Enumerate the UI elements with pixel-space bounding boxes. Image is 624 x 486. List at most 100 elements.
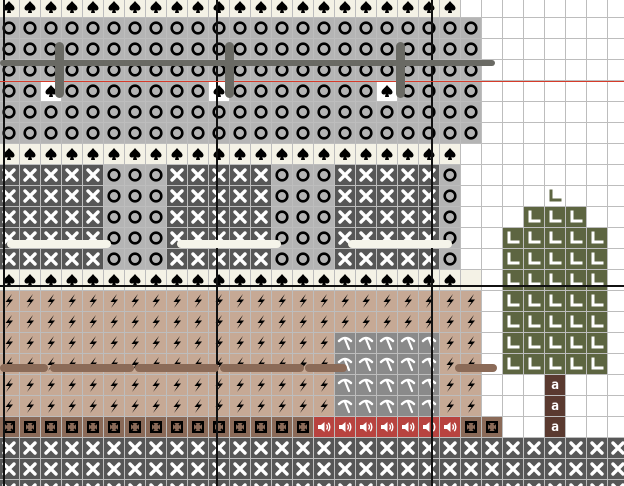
spade-icon xyxy=(83,0,103,17)
cross-icon xyxy=(503,438,523,458)
ring-icon xyxy=(419,39,439,59)
ring-icon xyxy=(272,249,292,269)
ring-icon xyxy=(356,18,376,38)
cross-icon xyxy=(398,186,418,206)
cross-icon xyxy=(398,480,418,486)
cross-icon xyxy=(335,249,355,269)
ring-icon xyxy=(293,123,313,143)
lightning-icon xyxy=(146,291,166,311)
cross-icon xyxy=(377,165,397,185)
spade-icon xyxy=(125,144,145,164)
lightning-icon xyxy=(20,375,40,395)
cross-icon xyxy=(440,459,460,479)
backstitch-line xyxy=(135,364,219,372)
lightning-icon xyxy=(188,333,208,353)
cross-icon xyxy=(0,480,19,486)
lightning-icon xyxy=(146,333,166,353)
cross-icon xyxy=(62,186,82,206)
lightning-icon xyxy=(230,375,250,395)
lightning-icon xyxy=(272,396,292,416)
ring-icon xyxy=(146,81,166,101)
ring-icon xyxy=(272,123,292,143)
cross-icon xyxy=(20,207,40,227)
lightning-icon xyxy=(293,396,313,416)
backstitch-line xyxy=(7,240,111,248)
ring-icon xyxy=(146,123,166,143)
spade-icon xyxy=(356,144,376,164)
ring-icon xyxy=(419,81,439,101)
grid-line xyxy=(0,248,624,249)
ring-icon xyxy=(146,207,166,227)
cross-icon xyxy=(293,480,313,486)
pickaxe-icon xyxy=(335,396,355,416)
cross-icon xyxy=(83,438,103,458)
ring-icon xyxy=(104,39,124,59)
lightning-icon xyxy=(419,312,439,332)
corner-bracket-icon xyxy=(566,291,586,311)
lightning-icon xyxy=(83,396,103,416)
ring-icon xyxy=(167,81,187,101)
spade-icon xyxy=(41,0,61,17)
lightning-icon xyxy=(314,312,334,332)
ring-icon xyxy=(293,18,313,38)
cross-icon xyxy=(251,438,271,458)
cross-icon xyxy=(398,249,418,269)
ring-icon xyxy=(314,123,334,143)
cross-icon xyxy=(83,186,103,206)
cross-icon xyxy=(209,186,229,206)
lightning-icon xyxy=(230,291,250,311)
spade-icon xyxy=(335,144,355,164)
corner-bracket-icon xyxy=(545,186,565,206)
cross-icon xyxy=(41,438,61,458)
ring-icon xyxy=(461,102,481,122)
lightning-icon xyxy=(377,312,397,332)
corner-bracket-icon xyxy=(566,354,586,374)
cross-icon xyxy=(188,207,208,227)
ring-icon xyxy=(398,18,418,38)
square-outline-icon xyxy=(251,417,271,437)
cross-icon xyxy=(377,207,397,227)
spade-icon xyxy=(188,270,208,290)
lightning-icon xyxy=(62,291,82,311)
speaker-icon xyxy=(356,417,376,437)
lightning-icon xyxy=(167,312,187,332)
pickaxe-icon xyxy=(356,354,376,374)
ring-icon xyxy=(461,39,481,59)
cross-icon xyxy=(83,165,103,185)
pickaxe-icon xyxy=(335,375,355,395)
cross-icon xyxy=(461,438,481,458)
cross-icon xyxy=(587,438,607,458)
lightning-icon xyxy=(335,291,355,311)
ring-icon xyxy=(104,81,124,101)
corner-bracket-icon xyxy=(524,270,544,290)
square-outline-icon xyxy=(146,417,166,437)
ring-icon xyxy=(440,102,460,122)
lightning-icon xyxy=(188,291,208,311)
cross-icon xyxy=(272,459,292,479)
cross-icon xyxy=(125,459,145,479)
letter-a-icon: a xyxy=(545,417,565,437)
lightning-icon xyxy=(146,375,166,395)
cross-icon xyxy=(482,438,502,458)
cross-icon xyxy=(356,459,376,479)
spade-icon xyxy=(230,0,250,17)
ring-icon xyxy=(83,81,103,101)
ring-icon xyxy=(461,81,481,101)
lightning-icon xyxy=(125,291,145,311)
ring-icon xyxy=(419,102,439,122)
lightning-icon xyxy=(230,396,250,416)
cross-icon xyxy=(62,207,82,227)
corner-bracket-icon xyxy=(545,228,565,248)
ring-icon xyxy=(125,102,145,122)
square-outline-icon xyxy=(41,417,61,437)
ring-icon xyxy=(335,81,355,101)
ring-icon xyxy=(188,123,208,143)
cross-icon xyxy=(41,480,61,486)
grid-line xyxy=(0,290,624,291)
lightning-icon xyxy=(230,312,250,332)
pickaxe-icon xyxy=(419,396,439,416)
grid-line xyxy=(586,0,587,486)
spade-icon xyxy=(272,0,292,17)
grid-line xyxy=(124,0,125,486)
corner-bracket-icon xyxy=(524,354,544,374)
